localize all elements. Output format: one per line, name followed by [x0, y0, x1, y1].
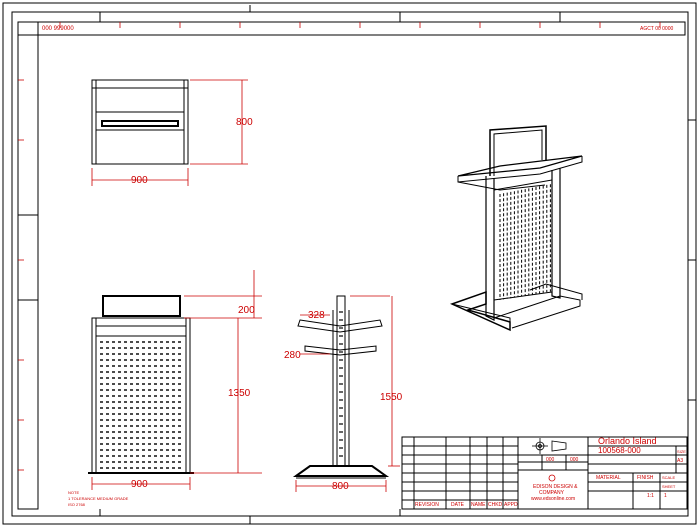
side-view: 328 280 1550 800 — [284, 295, 403, 492]
cell-c: MATERIAL — [596, 475, 621, 481]
cell-b: 000 — [570, 457, 579, 463]
company-line1: EDISON DESIGN & — [533, 484, 578, 490]
cell-e: SCALE — [662, 475, 675, 480]
left-strip — [17, 21, 39, 510]
dim-elevation-height: 1350 — [228, 388, 251, 399]
isometric-view — [449, 125, 583, 332]
company-line3: www.edsonline.com — [531, 496, 575, 502]
note-line3: ISO 2768 — [68, 502, 86, 507]
cell-i: SIZE — [677, 449, 686, 454]
title-block: REVISION DATE NAME CHKD APPD 000 000 EDI… — [401, 436, 688, 510]
border-ticks — [99, 5, 696, 524]
dim-elevation-width: 900 — [131, 479, 148, 490]
top-strip — [37, 21, 686, 36]
projection-symbol-icon — [532, 438, 567, 454]
dim-side-lower: 280 — [284, 350, 301, 361]
cell-f: SHEET — [662, 484, 676, 489]
rev-header-date: DATE — [451, 502, 465, 508]
note-line2: 1 TOLERANCE MEDIUM GRADE — [68, 496, 129, 501]
company-logo-icon — [548, 474, 556, 482]
revision-table — [402, 437, 519, 509]
dim-top-offset: 200 — [238, 305, 255, 316]
note-line1: NOTE — [68, 490, 79, 495]
rev-header-chkd: CHKD — [488, 502, 503, 508]
project-title: Orlando Island — [598, 436, 657, 446]
dim-side-height: 1550 — [380, 392, 403, 403]
rev-header-revision: REVISION — [415, 502, 439, 508]
company-line2: COMPANY — [539, 490, 565, 496]
inner-border — [11, 11, 689, 517]
part-number: 100568-000 — [598, 446, 641, 455]
dim-front-height: 800 — [236, 117, 253, 128]
dim-side-upper: 328 — [308, 310, 325, 321]
note-block: NOTE 1 TOLERANCE MEDIUM GRADE ISO 2768 — [68, 490, 129, 507]
corner-tag: AGCT 00 0000 — [640, 26, 673, 32]
cell-h: 1 — [664, 493, 667, 499]
rev-header-appd: APPD — [504, 502, 518, 508]
front-elevation: 200 1350 900 — [88, 270, 262, 490]
cell-d: FINISH — [637, 475, 654, 481]
dim-front-width: 900 — [131, 175, 148, 186]
front-view-top: 800 900 — [91, 79, 253, 186]
rev-header-name: NAME — [471, 502, 486, 508]
cell-g: 1:1 — [647, 493, 654, 499]
cell-j: A3 — [677, 458, 683, 464]
ref-tag: 000 999000 — [42, 26, 74, 32]
cell-a: 000 — [546, 457, 555, 463]
dim-side-base: 800 — [332, 481, 349, 492]
